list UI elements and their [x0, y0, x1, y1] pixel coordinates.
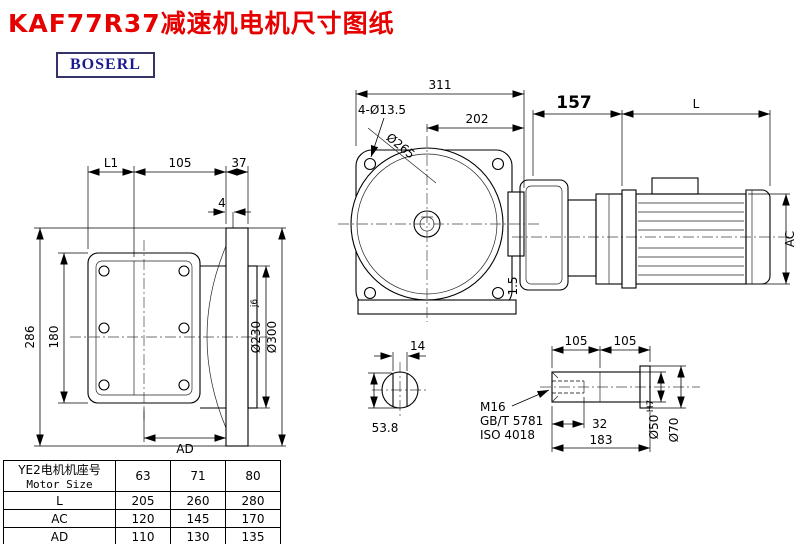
flange-side-view — [70, 227, 268, 447]
dim-105a: 105 — [565, 334, 588, 348]
dim-AC: AC — [783, 231, 797, 247]
dim-14: 14 — [410, 339, 425, 353]
dim-311: 311 — [429, 78, 452, 92]
table-header-en: Motor Size — [26, 478, 93, 491]
motor-view-dimensions: 157 L AC — [532, 93, 797, 285]
mounting-hole — [178, 265, 190, 277]
front-view — [338, 136, 540, 322]
dim-AD: AD — [176, 442, 193, 456]
bolt-hole — [491, 286, 505, 300]
table-size-63: 63 — [115, 460, 171, 492]
dim-37: 37 — [231, 156, 246, 170]
row-label-AD: AD — [3, 527, 116, 544]
table-row-AC: AC 120 145 170 — [3, 509, 281, 528]
table-size-80: 80 — [225, 460, 281, 492]
dim-4: 4 — [218, 196, 226, 210]
dim-50: Ø50 — [647, 415, 661, 440]
standard-gbt: GB/T 5781 — [480, 414, 543, 428]
flange-spigot — [247, 265, 258, 409]
row-label-AC: AC — [3, 509, 116, 528]
gearbox-profile — [519, 179, 569, 291]
housing-foot — [357, 299, 517, 315]
dim-230-tolerance: j6 — [250, 299, 260, 309]
table-row-AD: AD 110 130 135 — [3, 527, 281, 544]
motor-flange — [621, 189, 637, 289]
cell-AD-63: 110 — [115, 527, 171, 544]
bolt-hole — [491, 157, 505, 171]
cell-AC-71: 145 — [170, 509, 226, 528]
dim-183: 183 — [590, 433, 613, 447]
cell-L-71: 260 — [170, 491, 226, 510]
dim-L1: L1 — [104, 156, 118, 170]
dim-1-5: 1.5 — [506, 276, 520, 295]
cell-AC-63: 120 — [115, 509, 171, 528]
flange-view-dimensions: L1 105 37 4 286 180 Ø230 j6 — [23, 156, 286, 456]
cell-L-63: 205 — [115, 491, 171, 510]
bolt-hole — [363, 286, 377, 300]
table-header-cn: YE2电机机座号 — [18, 463, 101, 477]
thread-callout: M16 — [480, 400, 506, 414]
bolt-hole — [363, 157, 377, 171]
dim-L: L — [693, 97, 700, 111]
motor-side-view — [512, 177, 790, 291]
mounting-hole — [98, 379, 110, 391]
mounting-hole — [98, 322, 110, 334]
terminal-box — [651, 177, 699, 195]
mounting-hole — [178, 379, 190, 391]
motor-size-table: YE2电机机座号 Motor Size 63 71 80 L 205 260 2… — [3, 460, 281, 544]
shaft-detail-dimensions: 105 105 M16 GB/T 5781 ISO 4018 32 183 Ø5… — [480, 334, 686, 452]
shaft-shoulder — [639, 365, 651, 409]
dim-32: 32 — [592, 417, 607, 431]
gear-housing-body — [87, 252, 201, 404]
dim-53-8: 53.8 — [372, 421, 399, 435]
shaft-section-view: 14 53.8 — [368, 339, 428, 435]
table-size-71: 71 — [170, 460, 226, 492]
dim-180: 180 — [47, 326, 61, 349]
mounting-hole — [178, 322, 190, 334]
dim-202: 202 — [466, 112, 489, 126]
cell-AD-71: 130 — [170, 527, 226, 544]
page-title: KAF77R37减速机电机尺寸图纸 — [8, 9, 395, 38]
shaft-section-circle — [381, 371, 419, 409]
dim-286: 286 — [23, 326, 37, 349]
dim-70: Ø70 — [667, 418, 681, 443]
dim-105b: 105 — [614, 334, 637, 348]
dim-157: 157 — [556, 93, 592, 113]
cell-L-80: 280 — [225, 491, 281, 510]
table-header-motor-size: YE2电机机座号 Motor Size — [3, 460, 116, 492]
dim-105: 105 — [169, 156, 192, 170]
cell-AC-80: 170 — [225, 509, 281, 528]
table-row-L: L 205 260 280 — [3, 491, 281, 510]
dim-50-tolerance: H7 — [646, 400, 656, 413]
brand-logo: BOSERL — [56, 52, 155, 78]
row-label-L: L — [3, 491, 116, 510]
dim-bolt-holes: 4-Ø13.5 — [358, 103, 406, 117]
mounting-hole — [98, 265, 110, 277]
motor-body — [635, 193, 747, 285]
standard-iso: ISO 4018 — [480, 428, 535, 442]
dim-300: Ø300 — [265, 321, 279, 353]
dim-230: Ø230 — [249, 321, 263, 353]
cell-AD-80: 135 — [225, 527, 281, 544]
shaft-detail-view — [540, 365, 700, 409]
